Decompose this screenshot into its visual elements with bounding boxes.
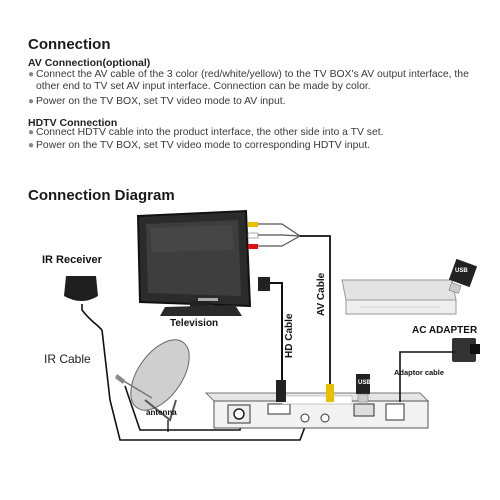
ac-adapter-label: AC ADAPTER (412, 325, 478, 336)
bullet-icon: ● (28, 127, 35, 138)
av-cable-label: AV Cable (316, 272, 327, 316)
satellite-dish (115, 339, 243, 432)
hdmi-plug (276, 380, 286, 402)
antenna-label: antenna (146, 408, 177, 417)
bullet-icon: ● (28, 69, 35, 80)
diagram-title: Connection Diagram (28, 187, 175, 204)
tv-box-top-view (341, 279, 457, 315)
usb-top-label: USB (455, 268, 468, 274)
hdtv-connection-heading: HDTV Connection (28, 117, 118, 129)
av-plug (326, 384, 334, 402)
adaptor-cable-label: Adaptor cable (394, 368, 445, 377)
ac-adapter-device (399, 338, 480, 402)
bullet-icon: ● (28, 140, 35, 151)
usb-stick-middle (356, 374, 370, 403)
section-title: Connection (28, 36, 111, 53)
av-connection-heading: AV Connection(optional) (28, 57, 151, 69)
usb-mid-label: USB (358, 380, 371, 386)
television-label: Television (170, 318, 219, 329)
ir-cable-label: IR Cable (44, 352, 91, 366)
tv-box-back-panel (204, 392, 430, 429)
television-image (136, 209, 252, 316)
bullet-icon: ● (28, 96, 35, 107)
ir-receiver-device (64, 276, 307, 441)
usb-stick-top (448, 258, 478, 294)
hd-cable-line (258, 277, 283, 400)
ir-receiver-label: IR Receiver (42, 254, 102, 266)
av-rca-plugs (247, 222, 331, 400)
hd-cable-label: HD Cable (284, 313, 295, 358)
hdtv-bullet-2: ● Power on the TV BOX, set TV video mode… (28, 140, 371, 151)
hdtv-bullet-1: ● Connect HDTV cable into the product in… (28, 127, 384, 138)
av-bullet-2: ● Power on the TV BOX, set TV video mode… (28, 96, 286, 107)
av-bullet-1: ● Connect the AV cable of the 3 color (r… (28, 69, 469, 92)
